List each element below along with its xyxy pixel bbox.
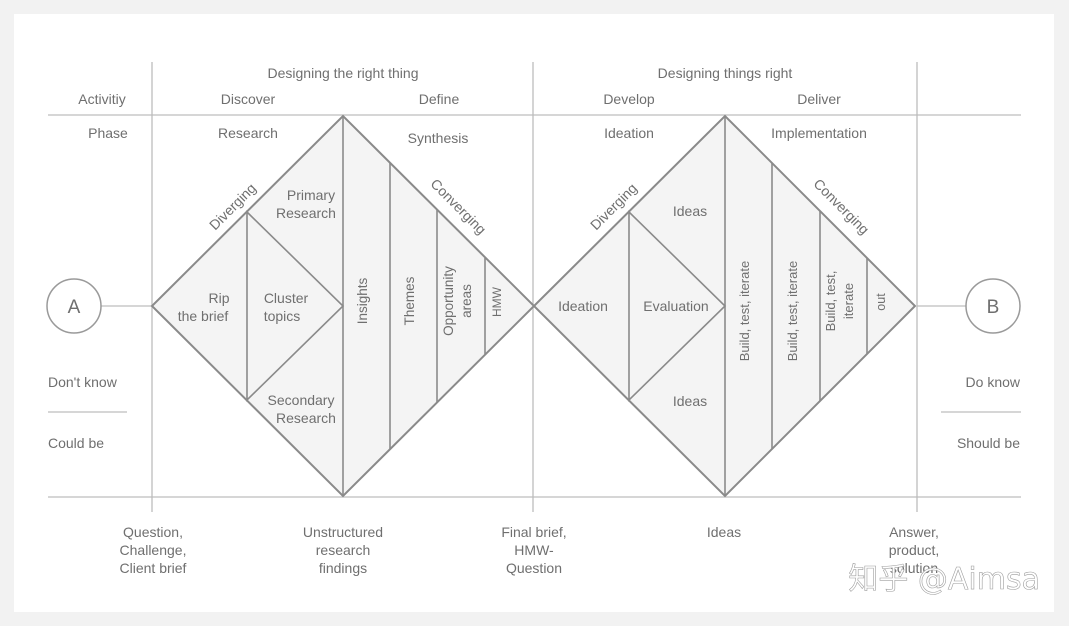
left-state-top: Don't know — [48, 374, 118, 390]
final-brief-line-2: HMW- — [514, 542, 554, 558]
hmw-label: HMW — [490, 286, 504, 317]
out-label: out — [874, 293, 888, 311]
diagram-frame: A B Designing the right thing Designing … — [14, 14, 1054, 612]
rip-brief-line-1: Rip — [208, 290, 229, 306]
start-node-circle — [46, 278, 102, 334]
evaluation-label: Evaluation — [643, 298, 708, 314]
activity-deliver: Deliver — [797, 91, 841, 107]
answer-line-3: solution — [890, 560, 938, 576]
right-state-top: Do know — [966, 374, 1021, 390]
build-test-iterate-3-line-1: Build, test, — [823, 271, 838, 332]
cluster-triangle — [246, 210, 345, 402]
insights-label: Insights — [355, 277, 370, 324]
secondary-research-line-2: Research — [276, 410, 336, 426]
rip-brief-line-2: the brief — [178, 308, 229, 324]
build-test-iterate-3-line-2: iterate — [841, 283, 856, 319]
opportunity-areas-line-1: Opportunity — [441, 266, 456, 336]
row-activity-label: Activitiy — [78, 91, 125, 107]
grid-lines — [48, 62, 1021, 512]
left-state-bottom: Could be — [48, 435, 104, 451]
end-node-circle — [965, 278, 1021, 334]
opportunity-areas-line-2: areas — [459, 284, 474, 318]
left-title: Designing the right thing — [268, 65, 419, 81]
ideas-top-label: Ideas — [673, 203, 707, 219]
end-node: B — [965, 278, 1021, 334]
primary-research-line-2: Research — [276, 205, 336, 221]
question-line-3: Client brief — [120, 560, 187, 576]
end-node-label: B — [987, 297, 1000, 318]
right-state-bottom: Should be — [957, 435, 1020, 451]
secondary-research-line-1: Secondary — [268, 392, 335, 408]
ideas-bottom-label: Ideas — [673, 393, 707, 409]
diamond-2 — [532, 114, 917, 498]
diamond-1 — [150, 114, 536, 498]
phase-research: Research — [218, 125, 278, 141]
ideation-label: Ideation — [558, 298, 608, 314]
answer-line-2: product, — [889, 542, 940, 558]
phase-synthesis: Synthesis — [408, 130, 469, 146]
unstructured-line-3: findings — [319, 560, 367, 576]
activity-define: Define — [419, 91, 460, 107]
start-node-label: A — [68, 297, 81, 318]
final-brief-line-3: Question — [506, 560, 562, 576]
watermark: 知乎 @Aimsa — [848, 562, 1040, 597]
row-phase-label: Phase — [88, 125, 128, 141]
final-brief-line-1: Final brief, — [501, 524, 566, 540]
activity-develop: Develop — [603, 91, 655, 107]
start-node: A — [46, 278, 102, 334]
primary-research-line-1: Primary — [287, 187, 335, 203]
themes-label: Themes — [402, 276, 417, 325]
answer-line-1: Answer, — [889, 524, 939, 540]
build-test-iterate-1: Build, test, iterate — [737, 261, 752, 361]
bottom-ideas-label: Ideas — [707, 524, 741, 540]
right-title: Designing things right — [658, 65, 793, 81]
evaluation-triangle — [628, 210, 727, 402]
unstructured-line-1: Unstructured — [303, 524, 383, 540]
cluster-topics-line-1: Cluster — [264, 290, 309, 306]
phase-ideation: Ideation — [604, 125, 654, 141]
unstructured-line-2: research — [316, 542, 370, 558]
question-line-2: Challenge, — [120, 542, 187, 558]
question-line-1: Question, — [123, 524, 183, 540]
cluster-topics-line-2: topics — [264, 308, 301, 324]
phase-implementation: Implementation — [771, 125, 867, 141]
double-diamond-diagram: A B Designing the right thing Designing … — [46, 62, 1040, 597]
activity-discover: Discover — [221, 91, 276, 107]
build-test-iterate-2: Build, test, iterate — [785, 261, 800, 361]
